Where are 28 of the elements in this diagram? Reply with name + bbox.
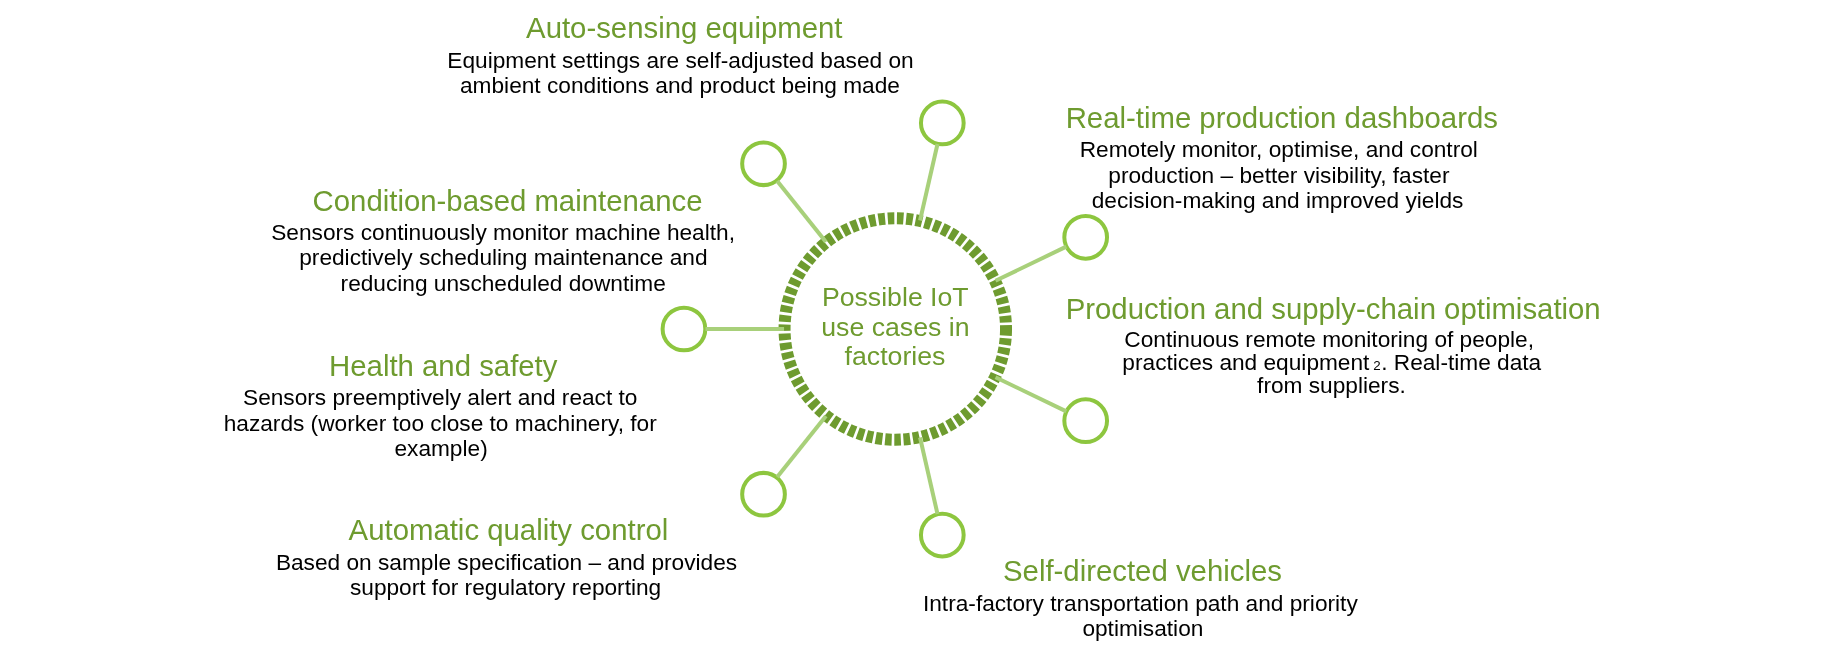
node-circle (918, 511, 966, 559)
node-label: Health and safety (329, 348, 558, 382)
node-label: Based on sample specification – and provides support for regulatory reporting (275, 548, 738, 601)
node-circle: Possible IoT use cases in factories (778, 212, 1013, 446)
connector (994, 375, 1068, 414)
node-label: Equipment settings are self-adjusted based on ambient conditions and product being made (447, 46, 914, 99)
node-label: Condition-based maintenance (312, 183, 703, 217)
node-label: Intra-factory transportation path and priority optimisation (922, 589, 1358, 641)
node-circle (1062, 213, 1110, 261)
node-label: Sensors continuously monitor machine health, predictively scheduling maintenance and reducing unscheduled downtime (271, 218, 735, 296)
connector (918, 437, 940, 515)
connector (775, 179, 828, 244)
node-label: Self-directed vehicles (1003, 554, 1282, 588)
node-circle (660, 305, 708, 353)
node-label: Remotely monitor, optimise, and control production – better visibility, faster decision-making and improved yields (1079, 136, 1478, 214)
node-label: Sensors preemptively alert and react to hazards (worker too close to machinery, for example) (223, 384, 657, 461)
node-label: Real-time production dashboards (1065, 101, 1498, 135)
node-circle (740, 140, 787, 188)
node-label: Auto-sensing equipment (526, 11, 843, 45)
connector (918, 143, 940, 221)
node-circle (1062, 397, 1110, 445)
node-label: Production and supply-chain optimisation (1065, 292, 1601, 326)
node-label: Automatic quality control (348, 513, 669, 547)
connector (705, 327, 785, 331)
connector (994, 244, 1068, 283)
node-circle (918, 99, 966, 147)
node-circle (740, 470, 787, 518)
connector (775, 414, 828, 479)
